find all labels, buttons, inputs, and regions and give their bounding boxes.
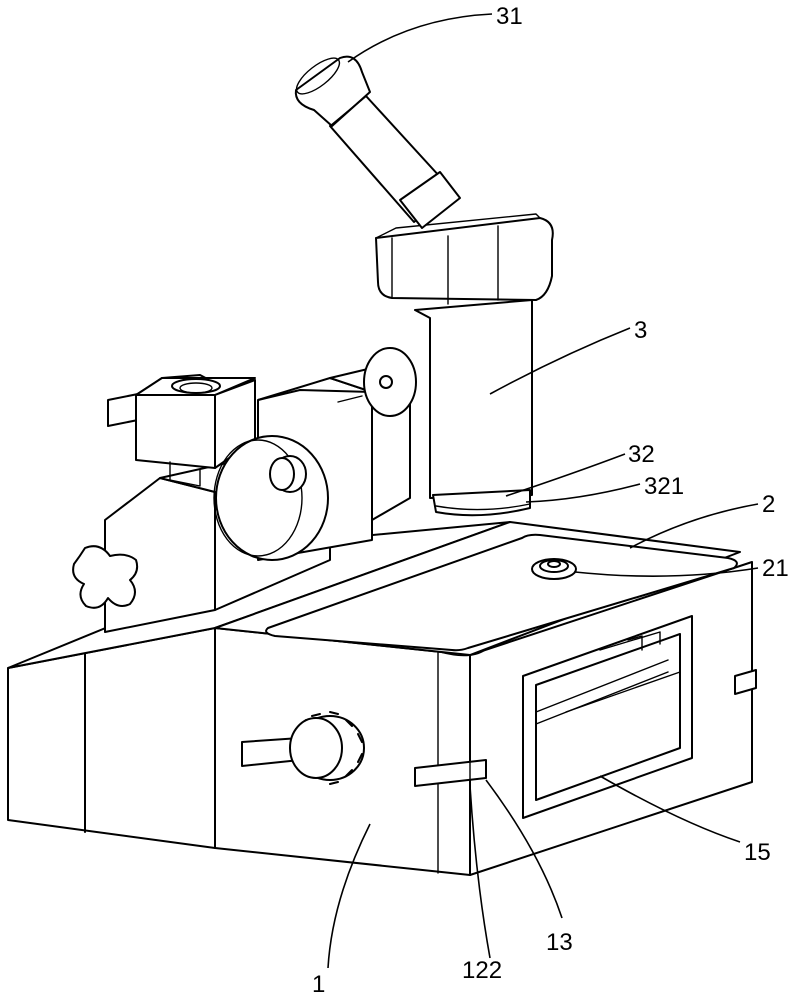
microscope-body bbox=[375, 213, 554, 517]
label-2: 2 bbox=[762, 491, 775, 518]
eyepiece-cup bbox=[294, 55, 371, 127]
label-32: 32 bbox=[628, 441, 655, 468]
coarse-focus-wheel bbox=[215, 435, 329, 561]
stage-plate bbox=[265, 533, 738, 652]
label-13: 13 bbox=[546, 929, 573, 956]
side-window bbox=[522, 615, 693, 819]
label-3: 3 bbox=[634, 317, 647, 344]
label-21: 21 bbox=[762, 555, 789, 582]
label-122: 122 bbox=[462, 957, 502, 984]
upper-cube bbox=[107, 374, 256, 487]
reference-labels: 31 3 32 321 2 21 15 13 122 1 bbox=[312, 3, 789, 998]
star-knob bbox=[72, 545, 139, 609]
focus-block bbox=[213, 347, 417, 561]
label-15: 15 bbox=[744, 839, 771, 866]
front-knob bbox=[241, 711, 365, 785]
eyepiece-tube bbox=[294, 55, 461, 229]
label-1: 1 bbox=[312, 971, 325, 998]
label-321: 321 bbox=[644, 473, 684, 500]
label-31: 31 bbox=[496, 3, 523, 30]
corner-clamp bbox=[414, 669, 757, 787]
objective-lens bbox=[432, 489, 531, 517]
leader-lines bbox=[327, 13, 759, 969]
